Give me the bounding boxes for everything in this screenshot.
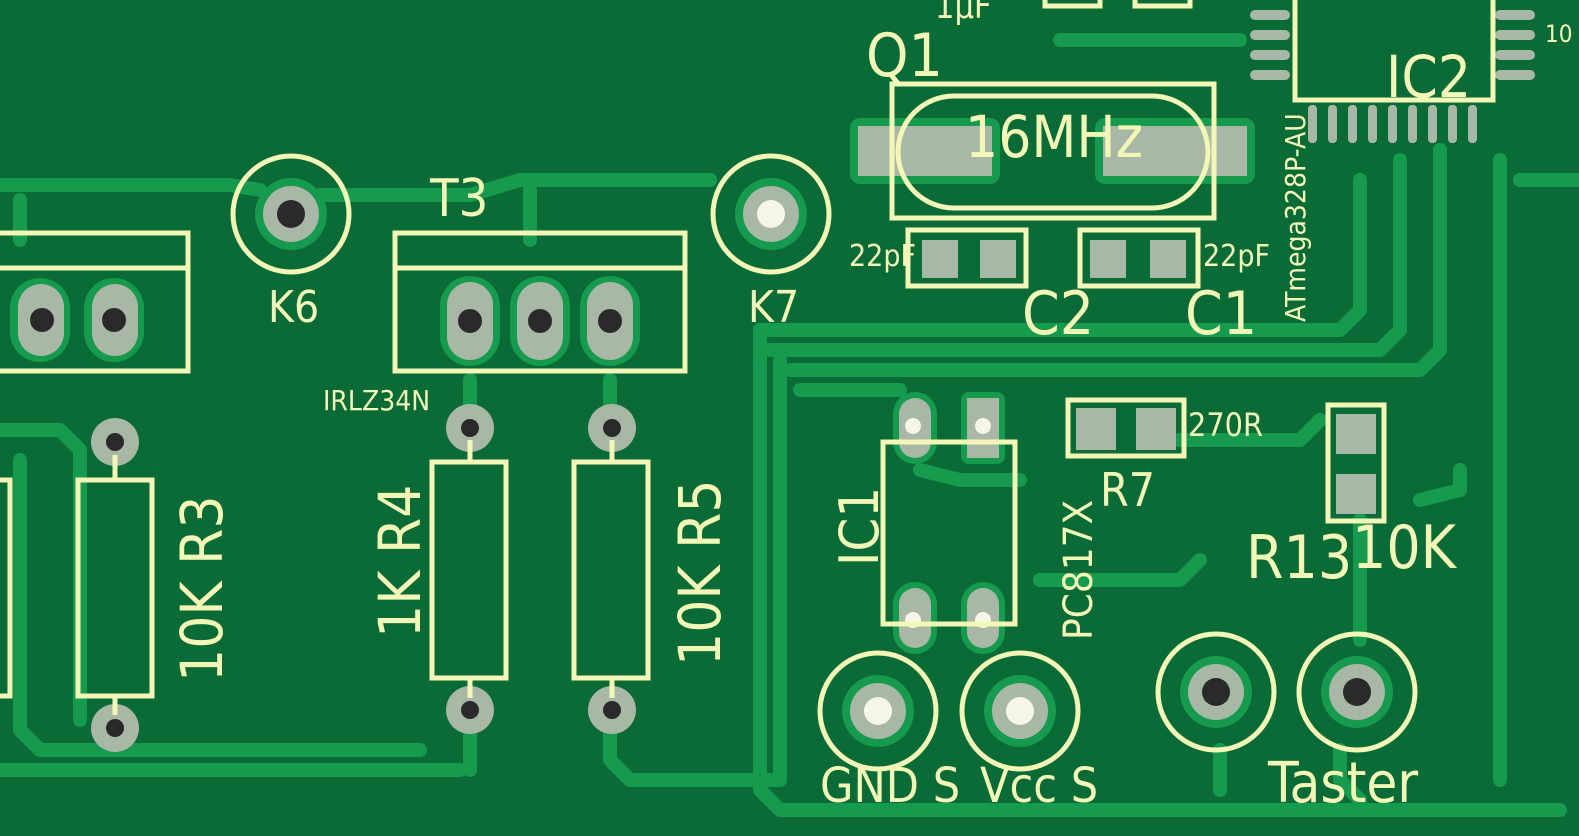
label-ic2: IC2	[1386, 43, 1471, 111]
label-gnd-s: GND S	[820, 758, 960, 814]
label-ic1: IC1	[828, 487, 891, 566]
label-c1: C1	[1185, 279, 1257, 349]
smd-pads	[922, 240, 1376, 514]
label-ic2-part-number: ATmega328P-AU	[1279, 113, 1312, 322]
label-r3: 10K R3	[168, 495, 236, 682]
label-t3-part-number: IRLZ34N	[323, 384, 430, 417]
label-r7-value: 270R	[1188, 406, 1263, 444]
copper-traces	[0, 33, 1579, 817]
label-top-partial: 1µF	[935, 0, 992, 27]
left-connector-pads	[10, 278, 144, 362]
t3-pads	[440, 276, 640, 366]
label-k7: K7	[748, 282, 799, 333]
crystal-pads	[850, 118, 1255, 184]
label-r5: 10K R5	[666, 479, 734, 666]
silkscreen-outlines	[0, 0, 1496, 715]
label-ic1-part-number: PC817X	[1056, 500, 1102, 640]
label-ic2-pin-partial: 10	[1545, 20, 1572, 48]
label-c2-value: 22pF	[849, 239, 916, 274]
label-k6: K6	[268, 282, 319, 333]
label-r4: 1K R4	[366, 485, 434, 638]
label-crystal-frequency: 16MHz	[965, 103, 1143, 171]
label-t3: T3	[429, 169, 488, 229]
label-c2: C2	[1022, 279, 1094, 349]
label-r13-value: 10K	[1352, 513, 1458, 583]
label-taster: Taster	[1267, 751, 1418, 816]
label-r13: R13	[1246, 523, 1352, 593]
label-r7: R7	[1100, 463, 1155, 517]
test-point-pads	[230, 153, 1418, 772]
label-q1: Q1	[866, 21, 943, 91]
label-c1-value: 22pF	[1203, 239, 1270, 274]
resistor-pads	[91, 404, 636, 752]
ic2-pins	[1250, 10, 1535, 143]
ic1-pads	[893, 392, 1005, 654]
label-vcc-s: Vcc S	[980, 758, 1098, 814]
